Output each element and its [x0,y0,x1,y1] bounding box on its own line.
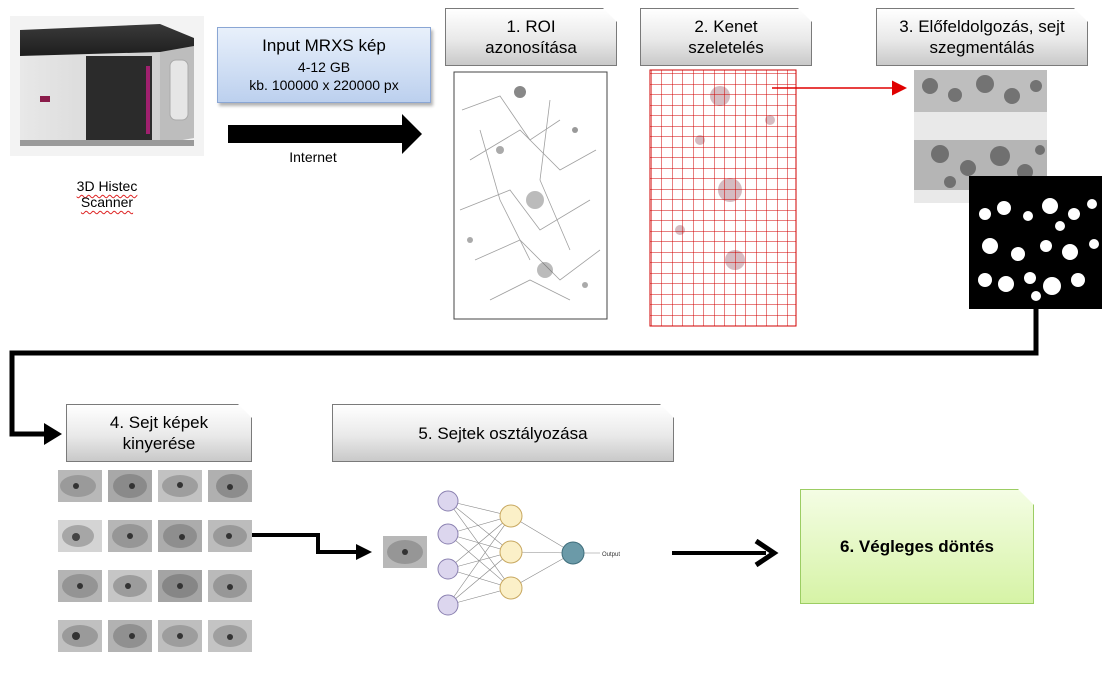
cell-thumb [108,520,152,552]
grid-to-cell-arrowhead [356,544,372,560]
step-1-roi-box: 1. ROI azonosítása [445,8,617,66]
cell-thumb [58,620,102,652]
connector-arrowhead [44,423,62,445]
neural-network: Output [437,490,620,616]
input-size: 4-12 GB [297,59,351,75]
output-label: Output [602,552,620,558]
preprocessed-cells-image [914,70,1047,203]
step-6-final-decision-box: 6. Végleges döntés [800,489,1034,604]
internet-label: Internet [289,149,337,165]
step-3-preprocessing-box: 3. Előfeldolgozás, sejt szegmentálás [876,8,1088,66]
segmentation-mask-image [969,176,1102,309]
step-5-classification-box: 5. Sejtek osztályozása [332,404,674,462]
input-mrxs-box: Input MRXS kép 4-12 GB kb. 100000 x 2200… [217,27,431,103]
cell-thumb [208,620,252,652]
cell-thumb [208,470,252,502]
cell-thumb [58,470,102,502]
cell-thumb [58,520,102,552]
cell-thumb [108,620,152,652]
scanner-device-icon [10,16,204,156]
cell-thumb [158,570,202,602]
sliced-smear-image [649,69,797,327]
cell-thumb [208,570,252,602]
input-node [437,523,459,545]
internet-arrow [228,114,422,154]
hidden-node [499,540,523,564]
input-node [437,558,459,580]
cell-thumb [108,470,152,502]
cell-thumb [158,470,202,502]
cell-thumb [208,520,252,552]
output-node [561,541,585,565]
hidden-node [499,504,523,528]
scanner-label: 3D Histec Scanner [60,178,154,210]
grid-to-cell-connector [252,533,360,554]
input-title: Input MRXS kép [262,36,386,55]
step-2-slicing-box: 2. Kenet szeletelés [640,8,812,66]
cell-thumb [108,570,152,602]
cell-thumb [58,570,102,602]
cell-thumb [158,520,202,552]
scanner-image [10,16,204,156]
final-arrow [672,538,779,568]
cell-thumbnails-grid [58,470,252,652]
input-node [437,594,459,616]
cell-thumb [158,620,202,652]
input-resolution: kb. 100000 x 220000 px [249,77,399,93]
step-4-extraction-box: 4. Sejt képek kinyerése [66,404,252,462]
input-node [437,490,459,512]
roi-image [453,71,608,320]
single-cell-image [383,536,427,568]
hidden-node [499,576,523,600]
scanner-label-line2: Scanner [80,194,134,210]
scanner-label-line1: 3D Histec [76,178,138,194]
